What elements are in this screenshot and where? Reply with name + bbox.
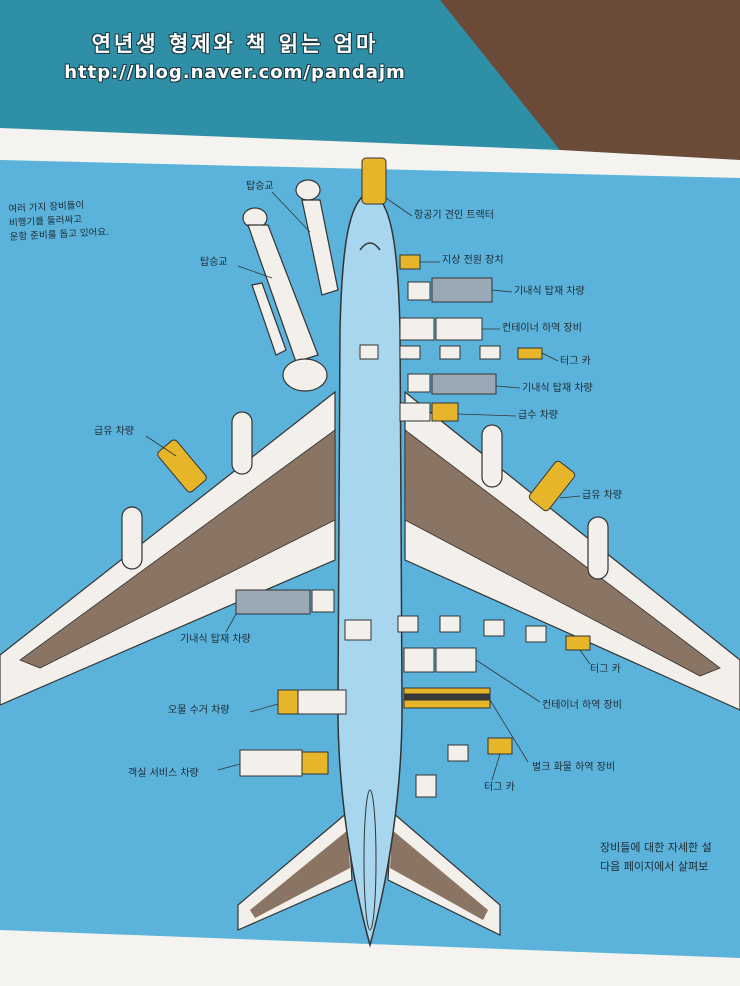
label-container-loader-1: 컨테이너 하역 장비 [502, 323, 582, 334]
intro-text: 여러 가지 장비들이 비행기를 둘러싸고 운항 준비를 돕고 있어요. [8, 195, 160, 245]
right-vehicles [359, 254, 576, 512]
left-wing [0, 390, 336, 706]
tail-stabilizers [237, 810, 501, 936]
outro-line: 장비들에 대한 자세한 설 [600, 841, 712, 854]
label-tug-car-2: 터그 카 [590, 664, 621, 675]
label-catering-truck-2: 기내식 탑재 차량 [522, 383, 593, 394]
label-tug-car-1: 터그 카 [560, 356, 591, 367]
lower-right-vehicles [344, 615, 591, 798]
label-catering-truck-3: 기내식 탑재 차량 [180, 634, 251, 645]
outro-text: 장비들에 대한 자세한 설 다음 페이지에서 살펴보 [600, 838, 712, 876]
label-container-loader-2: 컨테이너 하역 장비 [542, 700, 622, 711]
label-ground-power-unit: 지상 전원 장치 [442, 255, 504, 266]
boarding-bridges [242, 179, 339, 392]
leader-lines [145, 191, 591, 781]
label-tug-car-3: 터그 카 [484, 782, 515, 793]
label-catering-truck-1: 기내식 탑재 차량 [514, 286, 585, 297]
label-cabin-service-truck: 객실 서비스 차량 [128, 768, 199, 779]
label-fuel-truck-left: 급유 차량 [94, 426, 134, 437]
label-tow-tractor: 항공기 견인 트랙터 [414, 210, 494, 221]
label-boarding-bridge-2: 탑승교 [200, 257, 228, 268]
tail-fin [363, 789, 377, 931]
label-fuel-truck-right: 급유 차량 [582, 490, 622, 501]
left-vehicles [157, 439, 347, 777]
label-water-truck: 급수 차량 [518, 410, 558, 421]
outro-line: 다음 페이지에서 살펴보 [600, 860, 709, 873]
watermark-url: http://blog.naver.com/pandajm [64, 62, 406, 83]
fuselage [337, 191, 403, 948]
watermark-title: 연년생 형제와 책 읽는 엄마 [91, 32, 379, 56]
engines [121, 411, 609, 580]
tow-tractor [361, 157, 387, 205]
label-boarding-bridge-1: 탑승교 [246, 181, 274, 192]
label-bulk-cargo-loader: 벌크 화물 하역 장비 [532, 762, 616, 773]
wooden-table [440, 0, 740, 160]
label-waste-truck: 오물 수거 차량 [168, 705, 230, 716]
cockpit-windows [359, 242, 381, 251]
